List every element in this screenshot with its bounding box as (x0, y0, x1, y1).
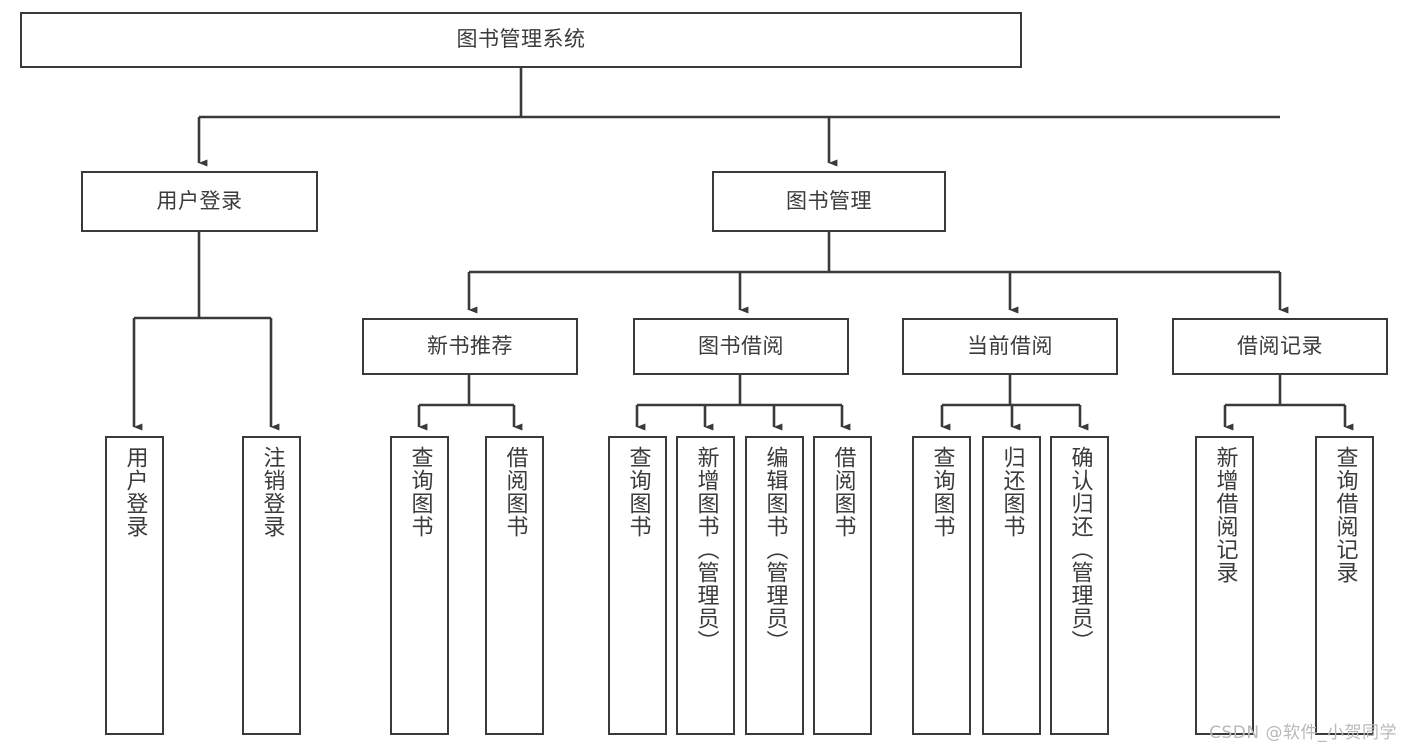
leaf-current-query-book[interactable]: 查询图书 (912, 436, 971, 735)
node-label: 借阅记录 (1237, 333, 1323, 358)
node-label: 新增借阅记录 (1212, 446, 1238, 584)
leaf-current-return-book[interactable]: 归还图书 (982, 436, 1041, 735)
node-current-borrow[interactable]: 当前借阅 (902, 318, 1118, 375)
leaf-record-add-record[interactable]: 新增借阅记录 (1195, 436, 1254, 735)
leaf-recommend-borrow-book[interactable]: 借阅图书 (485, 436, 544, 735)
node-label: 编辑图书（管理员） (762, 446, 788, 653)
node-user-login[interactable]: 用户登录 (81, 171, 318, 232)
leaf-user-login-signin[interactable]: 用户登录 (105, 436, 164, 735)
node-label: 归还图书 (999, 446, 1025, 538)
node-label: 图书借阅 (698, 333, 784, 358)
leaf-borrow-add-book-admin[interactable]: 新增图书（管理员） (676, 436, 735, 735)
node-label: 查询图书 (407, 446, 433, 538)
node-borrow-record[interactable]: 借阅记录 (1172, 318, 1388, 375)
node-label: 新书推荐 (427, 333, 513, 358)
leaf-borrow-query-book[interactable]: 查询图书 (608, 436, 667, 735)
node-label: 注销登录 (259, 446, 285, 538)
node-new-book-recommend[interactable]: 新书推荐 (362, 318, 578, 375)
node-book-management[interactable]: 图书管理 (712, 171, 946, 232)
node-label: 借阅图书 (830, 446, 856, 538)
node-label: 图书管理 (786, 188, 872, 213)
leaf-recommend-query-book[interactable]: 查询图书 (390, 436, 449, 735)
leaf-record-query-record[interactable]: 查询借阅记录 (1315, 436, 1374, 735)
node-label: 图书管理系统 (456, 27, 586, 52)
node-book-borrow[interactable]: 图书借阅 (633, 318, 849, 375)
node-label: 查询图书 (625, 446, 651, 538)
node-label: 查询图书 (929, 446, 955, 538)
csdn-watermark: CSDN @软件_小贺同学 (1209, 723, 1397, 743)
leaf-current-confirm-return-admin[interactable]: 确认归还（管理员） (1050, 436, 1109, 735)
node-label: 查询借阅记录 (1332, 446, 1358, 584)
node-label: 当前借阅 (967, 333, 1053, 358)
node-label: 确认归还（管理员） (1067, 446, 1093, 653)
node-root-system[interactable]: 图书管理系统 (20, 12, 1022, 68)
node-label: 借阅图书 (502, 446, 528, 538)
leaf-borrow-edit-book-admin[interactable]: 编辑图书（管理员） (745, 436, 804, 735)
node-label: 新增图书（管理员） (693, 446, 719, 653)
leaf-user-login-signout[interactable]: 注销登录 (242, 436, 301, 735)
node-label: 用户登录 (156, 188, 243, 213)
leaf-borrow-borrow-book[interactable]: 借阅图书 (813, 436, 872, 735)
node-label: 用户登录 (122, 446, 148, 538)
